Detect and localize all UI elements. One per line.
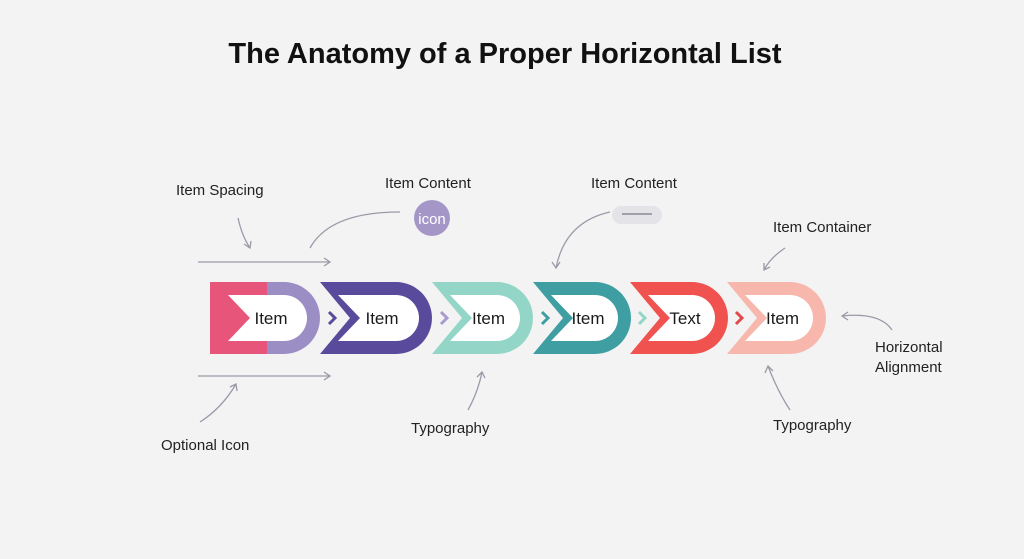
- label-item-spacing: Item Spacing: [176, 182, 264, 199]
- item-label: Item: [365, 309, 398, 328]
- item-label: Item: [254, 309, 287, 328]
- label-typography-2: Typography: [773, 417, 852, 434]
- container-pointer: [763, 247, 786, 272]
- label-horizontal-alignment: Horizontal Alignment: [875, 339, 943, 376]
- item-label: Item: [472, 309, 505, 328]
- icon-badge-label: icon: [418, 211, 446, 228]
- optional-icon-pointer: [199, 383, 238, 423]
- diagram-title: The Anatomy of a Proper Horizontal List: [228, 38, 782, 70]
- typography-pointer-1: [467, 370, 486, 411]
- label-item-container: Item Container: [773, 219, 872, 236]
- chevron-right-icon: [439, 310, 450, 326]
- icon-pointer: [309, 211, 401, 249]
- label-item-content-2: Item Content: [591, 175, 677, 192]
- typography-pointer-2: [764, 364, 791, 411]
- content-pointer: [551, 211, 611, 270]
- alignment-pointer: [840, 311, 893, 331]
- spacing-arrow-bottom: [198, 371, 332, 381]
- text-placeholder-icon: [612, 206, 662, 224]
- label-item-content-1: Item Content: [385, 175, 471, 192]
- list-item[interactable]: Item: [432, 282, 533, 354]
- list-item[interactable]: Item: [533, 282, 631, 354]
- chevron-right-icon: [540, 310, 551, 326]
- list-item[interactable]: Item: [727, 282, 826, 354]
- spacing-arrow-top: [198, 257, 332, 267]
- optional-icon: [210, 282, 246, 354]
- list-item[interactable]: Item: [320, 282, 432, 354]
- chevron-right-icon: [637, 310, 648, 326]
- item-label: Item: [571, 309, 604, 328]
- item-label: Text: [669, 309, 700, 328]
- annotation-arrows: [198, 211, 893, 423]
- item-label: Item: [766, 309, 799, 328]
- label-optional-icon: Optional Icon: [161, 437, 250, 454]
- chevron-right-icon: [734, 310, 745, 326]
- chevron-right-icon: [327, 310, 338, 326]
- icon-badge: [414, 200, 450, 236]
- list-item[interactable]: Text: [630, 282, 728, 354]
- label-typography-1: Typography: [411, 420, 490, 437]
- list-item[interactable]: Item: [210, 282, 320, 354]
- item-spacing-pointer: [237, 217, 252, 250]
